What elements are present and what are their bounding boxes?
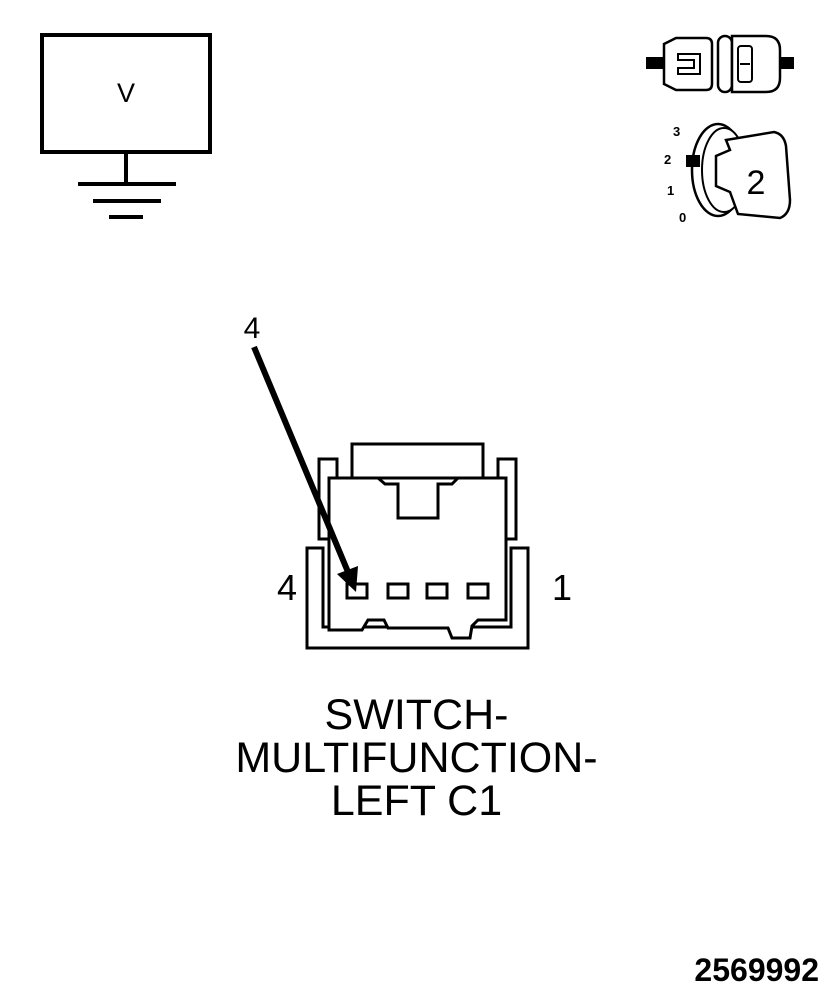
- callout-arrowhead: [337, 566, 358, 592]
- ignition-position-0: 0: [679, 210, 686, 225]
- voltmeter-label: V: [117, 78, 135, 108]
- ground-icon: [78, 182, 176, 219]
- connector-name-line: LEFT C1: [330, 777, 503, 825]
- figure-number: 2569992: [694, 952, 819, 988]
- callout-arrow-line: [251, 345, 351, 574]
- ignition-position-3: 3: [673, 124, 680, 139]
- connector-disconnected-icon: [646, 34, 794, 94]
- ignition-key-position: 2: [747, 164, 766, 202]
- connector-pin-cavity: [425, 582, 449, 600]
- pin-right-label: 1: [552, 567, 572, 608]
- ignition-key-icon: 3 2 1 0 2: [664, 122, 792, 225]
- pin-left-label: 4: [277, 567, 297, 608]
- connector-face: [305, 442, 530, 650]
- ignition-position-1: 1: [667, 183, 674, 198]
- connector-latch: [350, 442, 485, 480]
- callout-pin-number: 4: [244, 312, 261, 345]
- connector-name-line: SWITCH-: [324, 691, 509, 739]
- ignition-position-2: 2: [664, 152, 671, 167]
- voltmeter-box: [40, 33, 212, 154]
- pin-callout: 4: [244, 312, 358, 592]
- connector-name: SWITCH- MULTIFUNCTION- LEFT C1: [200, 694, 633, 823]
- voltmeter-symbol: V: [40, 33, 212, 219]
- connector-body: [327, 476, 508, 640]
- connector-pin-cavity: [466, 582, 490, 600]
- connector-name-line: MULTIFUNCTION-: [235, 734, 598, 782]
- connector-pin-cavity: [386, 582, 410, 600]
